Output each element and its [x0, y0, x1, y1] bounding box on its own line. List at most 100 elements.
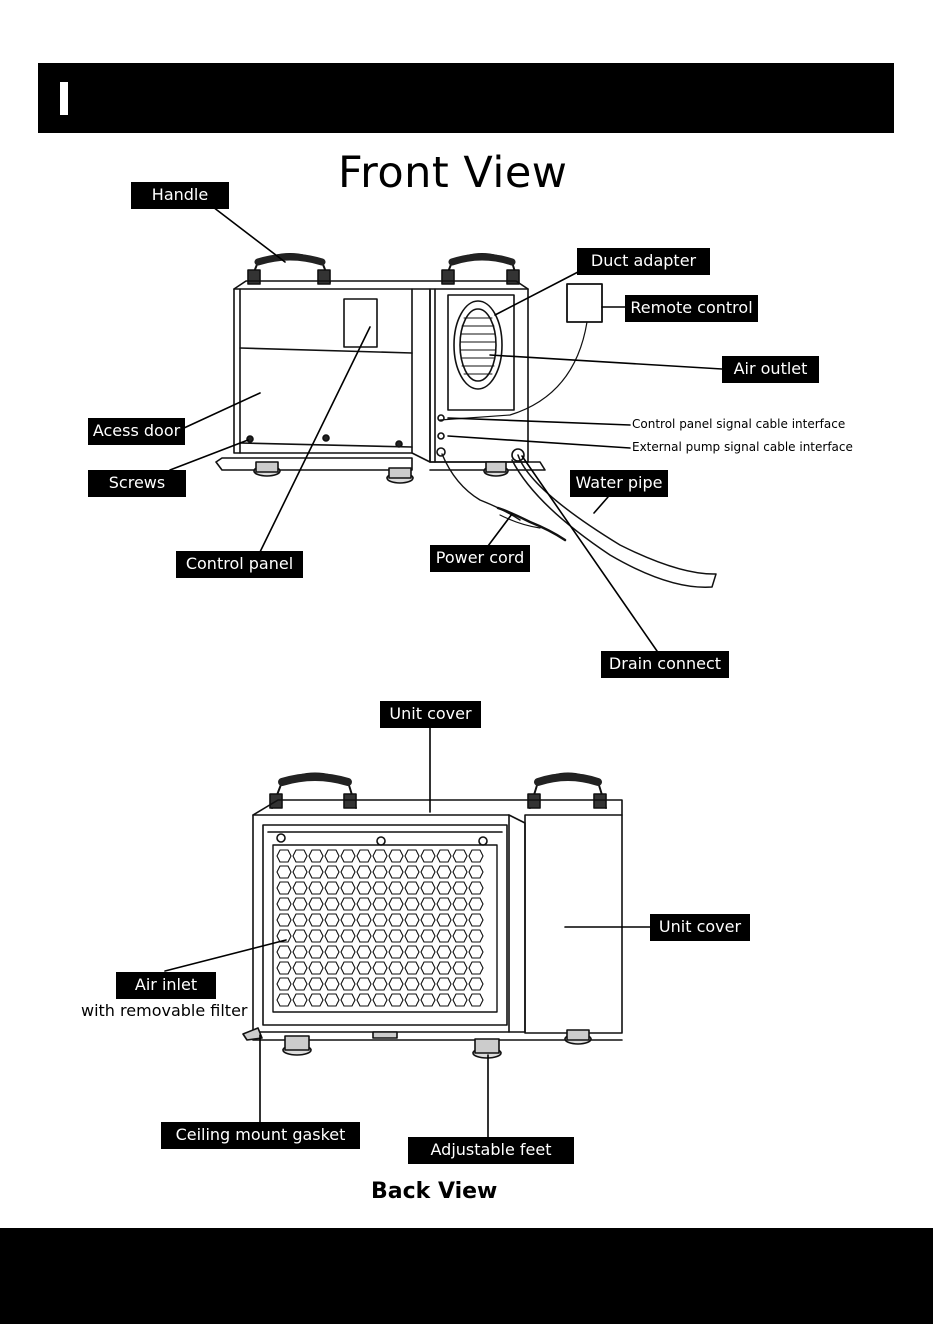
- grille-cell: [421, 898, 435, 910]
- label-control-panel-signal-interface: Control panel signal cable interface: [632, 417, 845, 431]
- grille-cell: [373, 898, 387, 910]
- grille-cell: [421, 850, 435, 862]
- grille-cell: [325, 930, 339, 942]
- grille-cell: [357, 962, 371, 974]
- grille-cell: [309, 994, 323, 1006]
- grille-cell: [357, 914, 371, 926]
- grille-cell: [405, 978, 419, 990]
- grille-cell: [373, 914, 387, 926]
- label-air-outlet: Air outlet: [722, 356, 819, 383]
- grille-cell: [357, 946, 371, 958]
- label-unit-cover-top: Unit cover: [380, 701, 481, 728]
- grille-cell: [405, 930, 419, 942]
- label-power-cord: Power cord: [430, 545, 530, 572]
- grille-cell: [341, 882, 355, 894]
- grille-cell: [357, 866, 371, 878]
- grille-cell: [389, 850, 403, 862]
- grille-cell: [293, 866, 307, 878]
- grille-cell: [405, 994, 419, 1006]
- grille-cell: [453, 850, 467, 862]
- grille-cell: [405, 962, 419, 974]
- grille-cell: [453, 930, 467, 942]
- grille-cell: [277, 914, 291, 926]
- grille-cell: [389, 946, 403, 958]
- grille-cell: [341, 930, 355, 942]
- grille-cell: [389, 994, 403, 1006]
- grille-cell: [325, 866, 339, 878]
- grille-cell: [277, 866, 291, 878]
- grille-cell: [325, 850, 339, 862]
- grille-cell: [309, 914, 323, 926]
- grille-cell: [453, 962, 467, 974]
- back-view-title: Back View: [371, 1179, 497, 1204]
- grille-cell: [437, 898, 451, 910]
- grille-cell: [309, 978, 323, 990]
- grille-cell: [469, 994, 483, 1006]
- grille-cell: [309, 866, 323, 878]
- grille-cell: [325, 898, 339, 910]
- grille-cell: [437, 946, 451, 958]
- back-unit-drawing: [243, 774, 622, 1059]
- grille-cell: [293, 978, 307, 990]
- grille-cell: [437, 978, 451, 990]
- grille-cell: [341, 914, 355, 926]
- grille-cell: [325, 994, 339, 1006]
- label-adjustable-feet: Adjustable feet: [408, 1137, 574, 1164]
- grille-cell: [373, 850, 387, 862]
- grille-cell: [277, 882, 291, 894]
- grille-cell: [309, 930, 323, 942]
- label-screws: Screws: [88, 470, 186, 497]
- grille-cell: [469, 866, 483, 878]
- grille-cell: [373, 882, 387, 894]
- grille-cell: [405, 882, 419, 894]
- grille-cell: [341, 866, 355, 878]
- grille-cell: [293, 914, 307, 926]
- grille-cell: [373, 930, 387, 942]
- grille-cell: [309, 898, 323, 910]
- grille-cell: [373, 962, 387, 974]
- grille-cell: [437, 882, 451, 894]
- grille-cell: [405, 866, 419, 878]
- grille-cell: [277, 946, 291, 958]
- grille-cell: [389, 882, 403, 894]
- grille-cell: [357, 882, 371, 894]
- grille-cell: [389, 962, 403, 974]
- grille-cell: [405, 850, 419, 862]
- grille-cell: [357, 898, 371, 910]
- grille-cell: [293, 994, 307, 1006]
- grille-cell: [325, 914, 339, 926]
- grille-cell: [309, 882, 323, 894]
- grille-cell: [405, 914, 419, 926]
- grille-cell: [357, 930, 371, 942]
- grille-cell: [373, 994, 387, 1006]
- grille-cell: [389, 930, 403, 942]
- grille-cell: [389, 978, 403, 990]
- grille-cell: [309, 962, 323, 974]
- grille-cell: [293, 946, 307, 958]
- grille-cell: [341, 946, 355, 958]
- grille-cell: [437, 914, 451, 926]
- grille-cell: [389, 866, 403, 878]
- grille-cell: [325, 946, 339, 958]
- grille-cell: [309, 946, 323, 958]
- grille-cell: [277, 978, 291, 990]
- label-access-door: Acess door: [88, 418, 185, 445]
- front-left-handle: [248, 254, 330, 284]
- grille-cell: [341, 850, 355, 862]
- grille-cell: [341, 898, 355, 910]
- grille-cell: [469, 882, 483, 894]
- grille-cell: [309, 850, 323, 862]
- grille-cell: [421, 994, 435, 1006]
- label-remote-control: Remote control: [625, 295, 758, 322]
- footer-bar: [0, 1228, 933, 1324]
- label-control-panel: Control panel: [176, 551, 303, 578]
- grille-cell: [453, 994, 467, 1006]
- grille-cell: [437, 994, 451, 1006]
- grille-cell: [373, 946, 387, 958]
- grille-cell: [453, 866, 467, 878]
- grille-cell: [293, 930, 307, 942]
- grille-cell: [293, 850, 307, 862]
- grille-cell: [357, 850, 371, 862]
- grille-cell: [469, 946, 483, 958]
- grille-cell: [453, 898, 467, 910]
